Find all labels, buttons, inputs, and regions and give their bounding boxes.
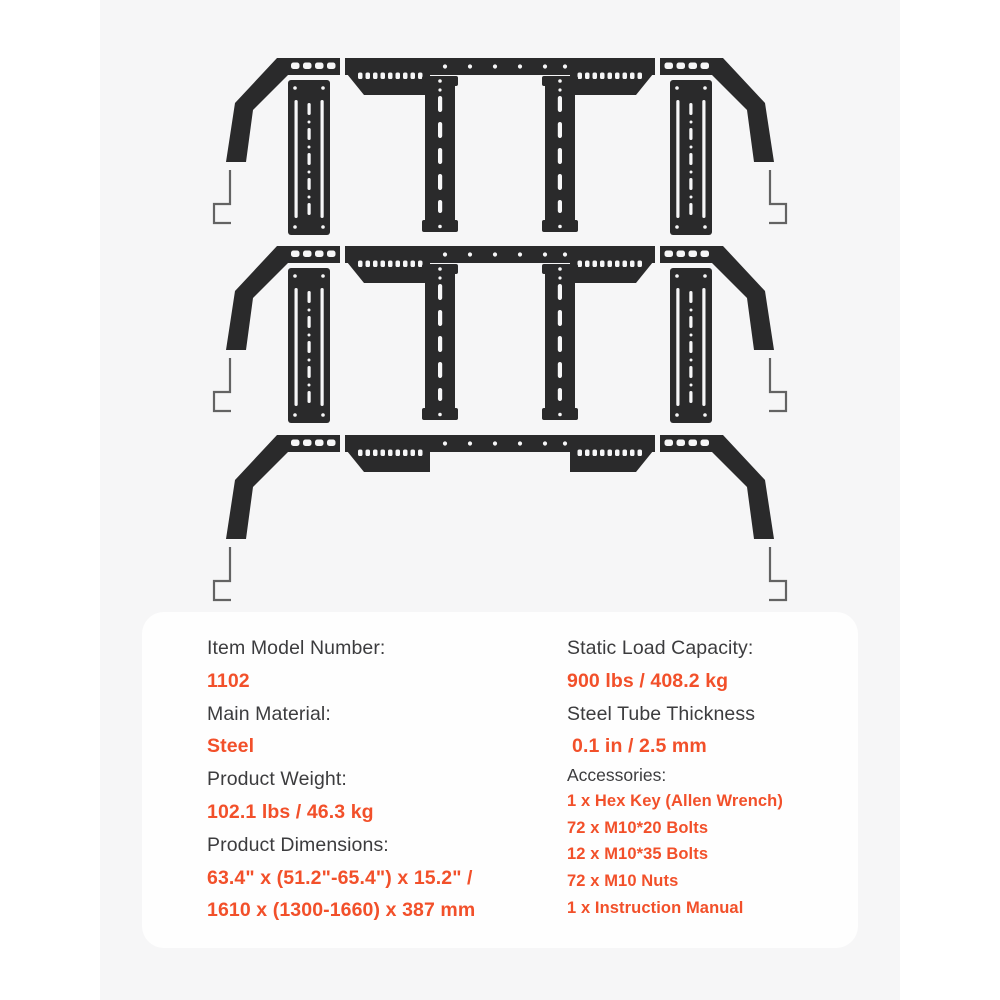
spec-column-right: Static Load Capacity: 900 lbs / 408.2 kg… (567, 632, 847, 921)
rack-kit-row-1 (214, 58, 786, 235)
accessory-item: 72 x M10 Nuts (567, 871, 679, 890)
dimensions-value-mm: 1610 x (1300-1660) x 387 mm (207, 899, 476, 922)
product-parts-illustration (100, 0, 900, 612)
model-number-label: Item Model Number: (207, 637, 386, 659)
accessory-item: 1 x Instruction Manual (567, 898, 744, 917)
material-value: Steel (207, 735, 255, 758)
weight-label: Product Weight: (207, 768, 347, 791)
accessory-item: 72 x M10*20 Bolts (567, 818, 709, 837)
product-photo-background: Item Model Number: 1102 Main Material: S… (100, 0, 900, 1000)
dimensions-value-inch: 63.4" x (51.2"-65.4") x 15.2" / (207, 866, 473, 889)
load-capacity-value: 900 lbs / 408.2 kg (567, 669, 729, 692)
dimensions-label: Product Dimensions: (207, 833, 389, 856)
rack-kit-row-3 (214, 435, 786, 600)
rack-kit-row-2 (214, 246, 786, 423)
accessory-item: 1 x Hex Key (Allen Wrench) (567, 792, 783, 811)
tube-thickness-label: Steel Tube Thickness (567, 702, 756, 725)
spec-panel: Item Model Number: 1102 Main Material: S… (142, 612, 858, 948)
model-number-value: 1102 (207, 669, 250, 692)
accessory-item: 12 x M10*35 Bolts (567, 845, 709, 864)
accessories-label: Accessories: (567, 765, 667, 786)
spec-column-left: Item Model Number: 1102 Main Material: S… (207, 632, 537, 927)
weight-value: 102.1 lbs / 46.3 kg (207, 800, 374, 823)
material-label: Main Material: (207, 702, 331, 725)
load-capacity-label: Static Load Capacity: (567, 637, 754, 659)
tube-thickness-value: 0.1 in / 2.5 mm (572, 735, 707, 758)
